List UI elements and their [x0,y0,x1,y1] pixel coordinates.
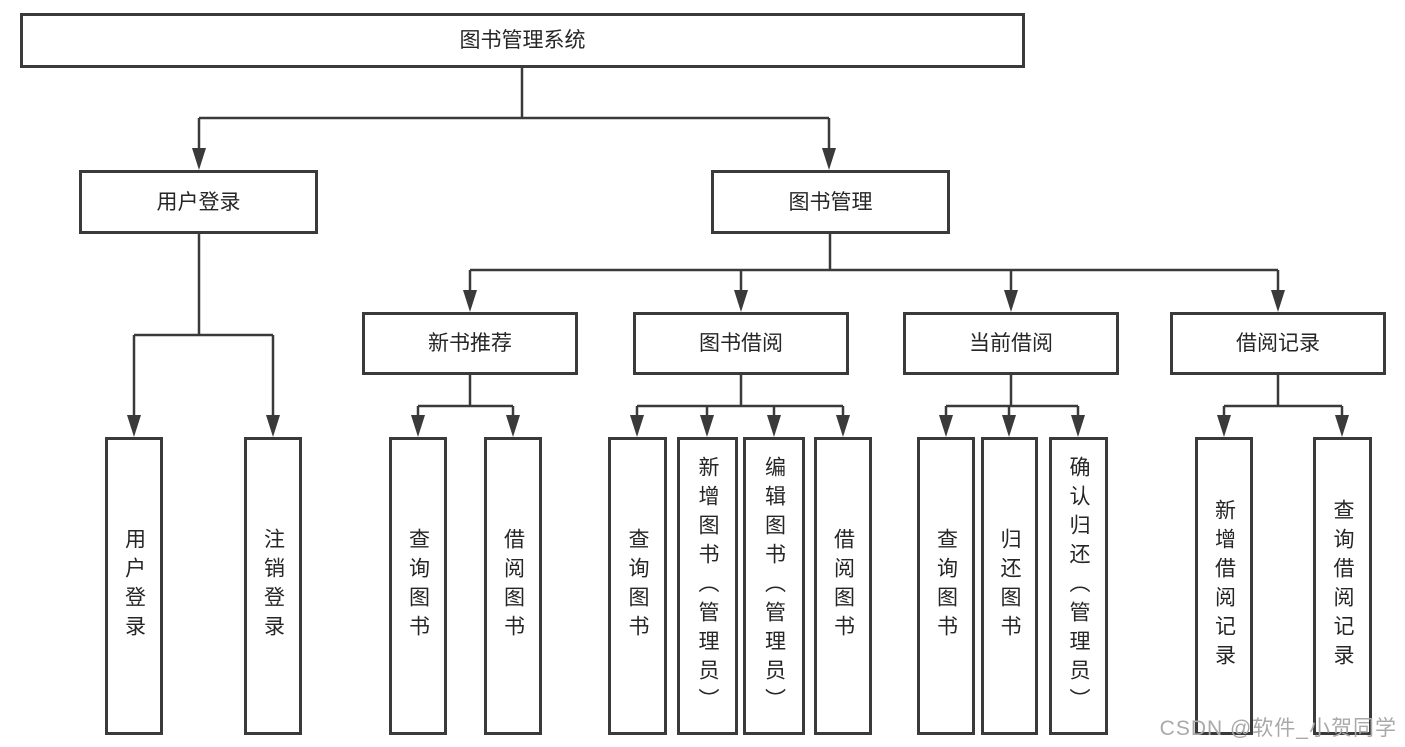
connector-book-borrowing-to-leaves [630,375,850,437]
leaf-return-book: 归还图书 [981,437,1038,735]
leaf-user-login: 用户登录 [105,437,163,735]
leaf-query-books-current: 查询图书 [917,437,975,735]
csdn-watermark: CSDN @软件_小贺同学 [1159,717,1397,740]
node-borrowing-records: 借阅记录 [1170,312,1386,375]
node-new-book-recommend: 新书推荐 [362,312,578,375]
connector-user-login-to-leaves [127,234,280,437]
leaf-query-books: 查询图书 [389,437,447,735]
connector-borrowing-records-to-leaves [1217,375,1349,437]
connector-new-book-recommend-to-leaves [411,375,520,437]
leaf-add-borrow-record: 新增借阅记录 [1195,437,1253,735]
leaf-add-book-admin: 新增图书（管理员） [677,437,738,735]
leaf-query-books-borrowing: 查询图书 [608,437,667,735]
node-book-borrowing: 图书借阅 [633,312,849,375]
node-user-login: 用户登录 [79,170,318,234]
leaf-logout: 注销登录 [244,437,302,735]
leaf-borrow-books: 借阅图书 [484,437,542,735]
node-library-management-system: 图书管理系统 [20,13,1025,68]
leaf-edit-book-admin: 编辑图书（管理员） [743,437,805,735]
leaf-confirm-return-admin: 确认归还（管理员） [1049,437,1108,735]
connector-root-to-level2 [192,68,836,170]
leaf-borrow-books-borrowing: 借阅图书 [814,437,872,735]
node-current-borrowing: 当前借阅 [903,312,1119,375]
connector-current-borrowing-to-leaves [939,375,1085,437]
connector-book-management-to-level3 [463,234,1285,312]
leaf-query-borrow-record: 查询借阅记录 [1313,437,1372,735]
node-book-management: 图书管理 [711,170,950,234]
